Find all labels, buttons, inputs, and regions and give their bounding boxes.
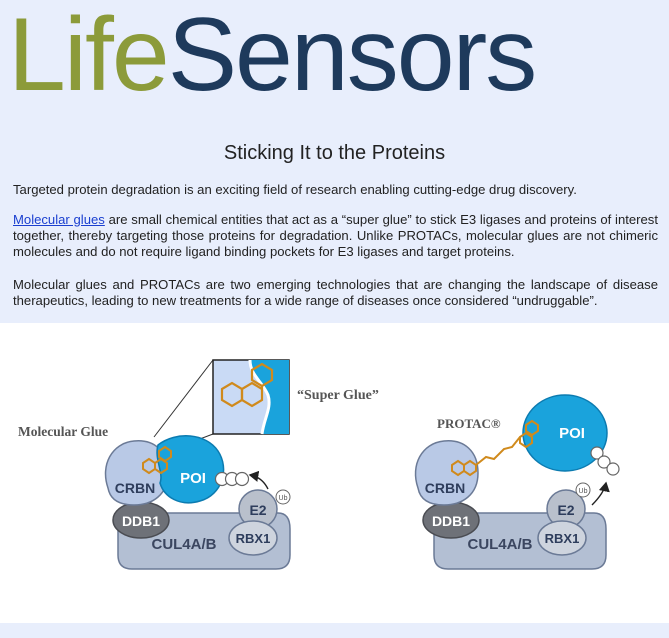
ub-bubble-protac	[575, 482, 591, 498]
svg-text:LifeSensors: LifeSensors	[8, 2, 535, 108]
poi-label: POI	[180, 470, 206, 487]
molecular-glue-paragraph: Molecular glues are small chemical entit…	[13, 212, 658, 260]
rbx1-label-protac: RBX1	[545, 531, 580, 546]
ubiquitin-chain-icon-protac	[590, 446, 620, 476]
rbx1-protein-protac	[537, 520, 587, 556]
logo-life: Life	[8, 2, 168, 108]
super-glue-label: “Super Glue”	[297, 388, 379, 403]
poi-protein-protac	[522, 394, 608, 472]
ub-label: Ub	[279, 495, 288, 502]
ub-label-protac: Ub	[579, 488, 588, 495]
mechanism-figure: “Super Glue” Molecular Glue CUL4A/B DDB1…	[0, 323, 669, 623]
ddb1-label-protac: DDB1	[432, 513, 470, 529]
e2-label-protac: E2	[557, 502, 574, 518]
transfer-arrow-protac	[591, 481, 610, 506]
poi-protein	[156, 435, 225, 504]
molecular-glues-link[interactable]: Molecular glues	[13, 212, 105, 227]
lifesensors-logo: LifeSensors	[8, 2, 537, 108]
cul4-label: CUL4A/B	[151, 536, 216, 553]
rbx1-protein	[228, 520, 278, 556]
crbn-label-protac: CRBN	[425, 480, 465, 496]
cul4-label-protac: CUL4A/B	[467, 536, 532, 553]
glue-molecule-small-icon	[142, 445, 172, 475]
protac-panel: PROTAC® POI CUL4A/B DDB1 CRBN	[414, 394, 620, 570]
poi-label-protac: POI	[559, 425, 585, 442]
page-title: Sticking It to the Proteins	[223, 142, 446, 164]
logo-sensors: Sensors	[168, 2, 536, 108]
zoom-line	[153, 359, 214, 438]
footer-band	[0, 623, 669, 638]
protac-molecule-icon	[451, 419, 539, 477]
super-glue-inset	[212, 359, 290, 435]
crbn-protein-protac	[414, 440, 479, 506]
mechanism-diagram: “Super Glue” Molecular Glue CUL4A/B DDB1…	[18, 359, 620, 570]
glue-molecule-icon	[220, 362, 274, 408]
landscape-paragraph: Molecular glues and PROTACs are two emer…	[13, 277, 658, 308]
transfer-arrow	[248, 470, 269, 490]
rbx1-label: RBX1	[236, 531, 271, 546]
molecular-glue-text: are small chemical entities that act as …	[13, 212, 658, 259]
molecular-glue-label: Molecular Glue	[18, 424, 108, 439]
ubiquitin-chain-icon	[214, 471, 250, 487]
ub-bubble	[275, 489, 291, 505]
molecular-glue-panel: “Super Glue” Molecular Glue CUL4A/B DDB1…	[18, 359, 379, 570]
ddb1-label: DDB1	[122, 513, 160, 529]
intro-paragraph: Targeted protein degradation is an excit…	[13, 182, 577, 197]
protac-label: PROTAC®	[437, 416, 501, 431]
crbn-label: CRBN	[115, 480, 155, 496]
intro-section: LifeSensors Sticking It to the Proteins …	[0, 0, 669, 323]
e2-label: E2	[249, 502, 266, 518]
